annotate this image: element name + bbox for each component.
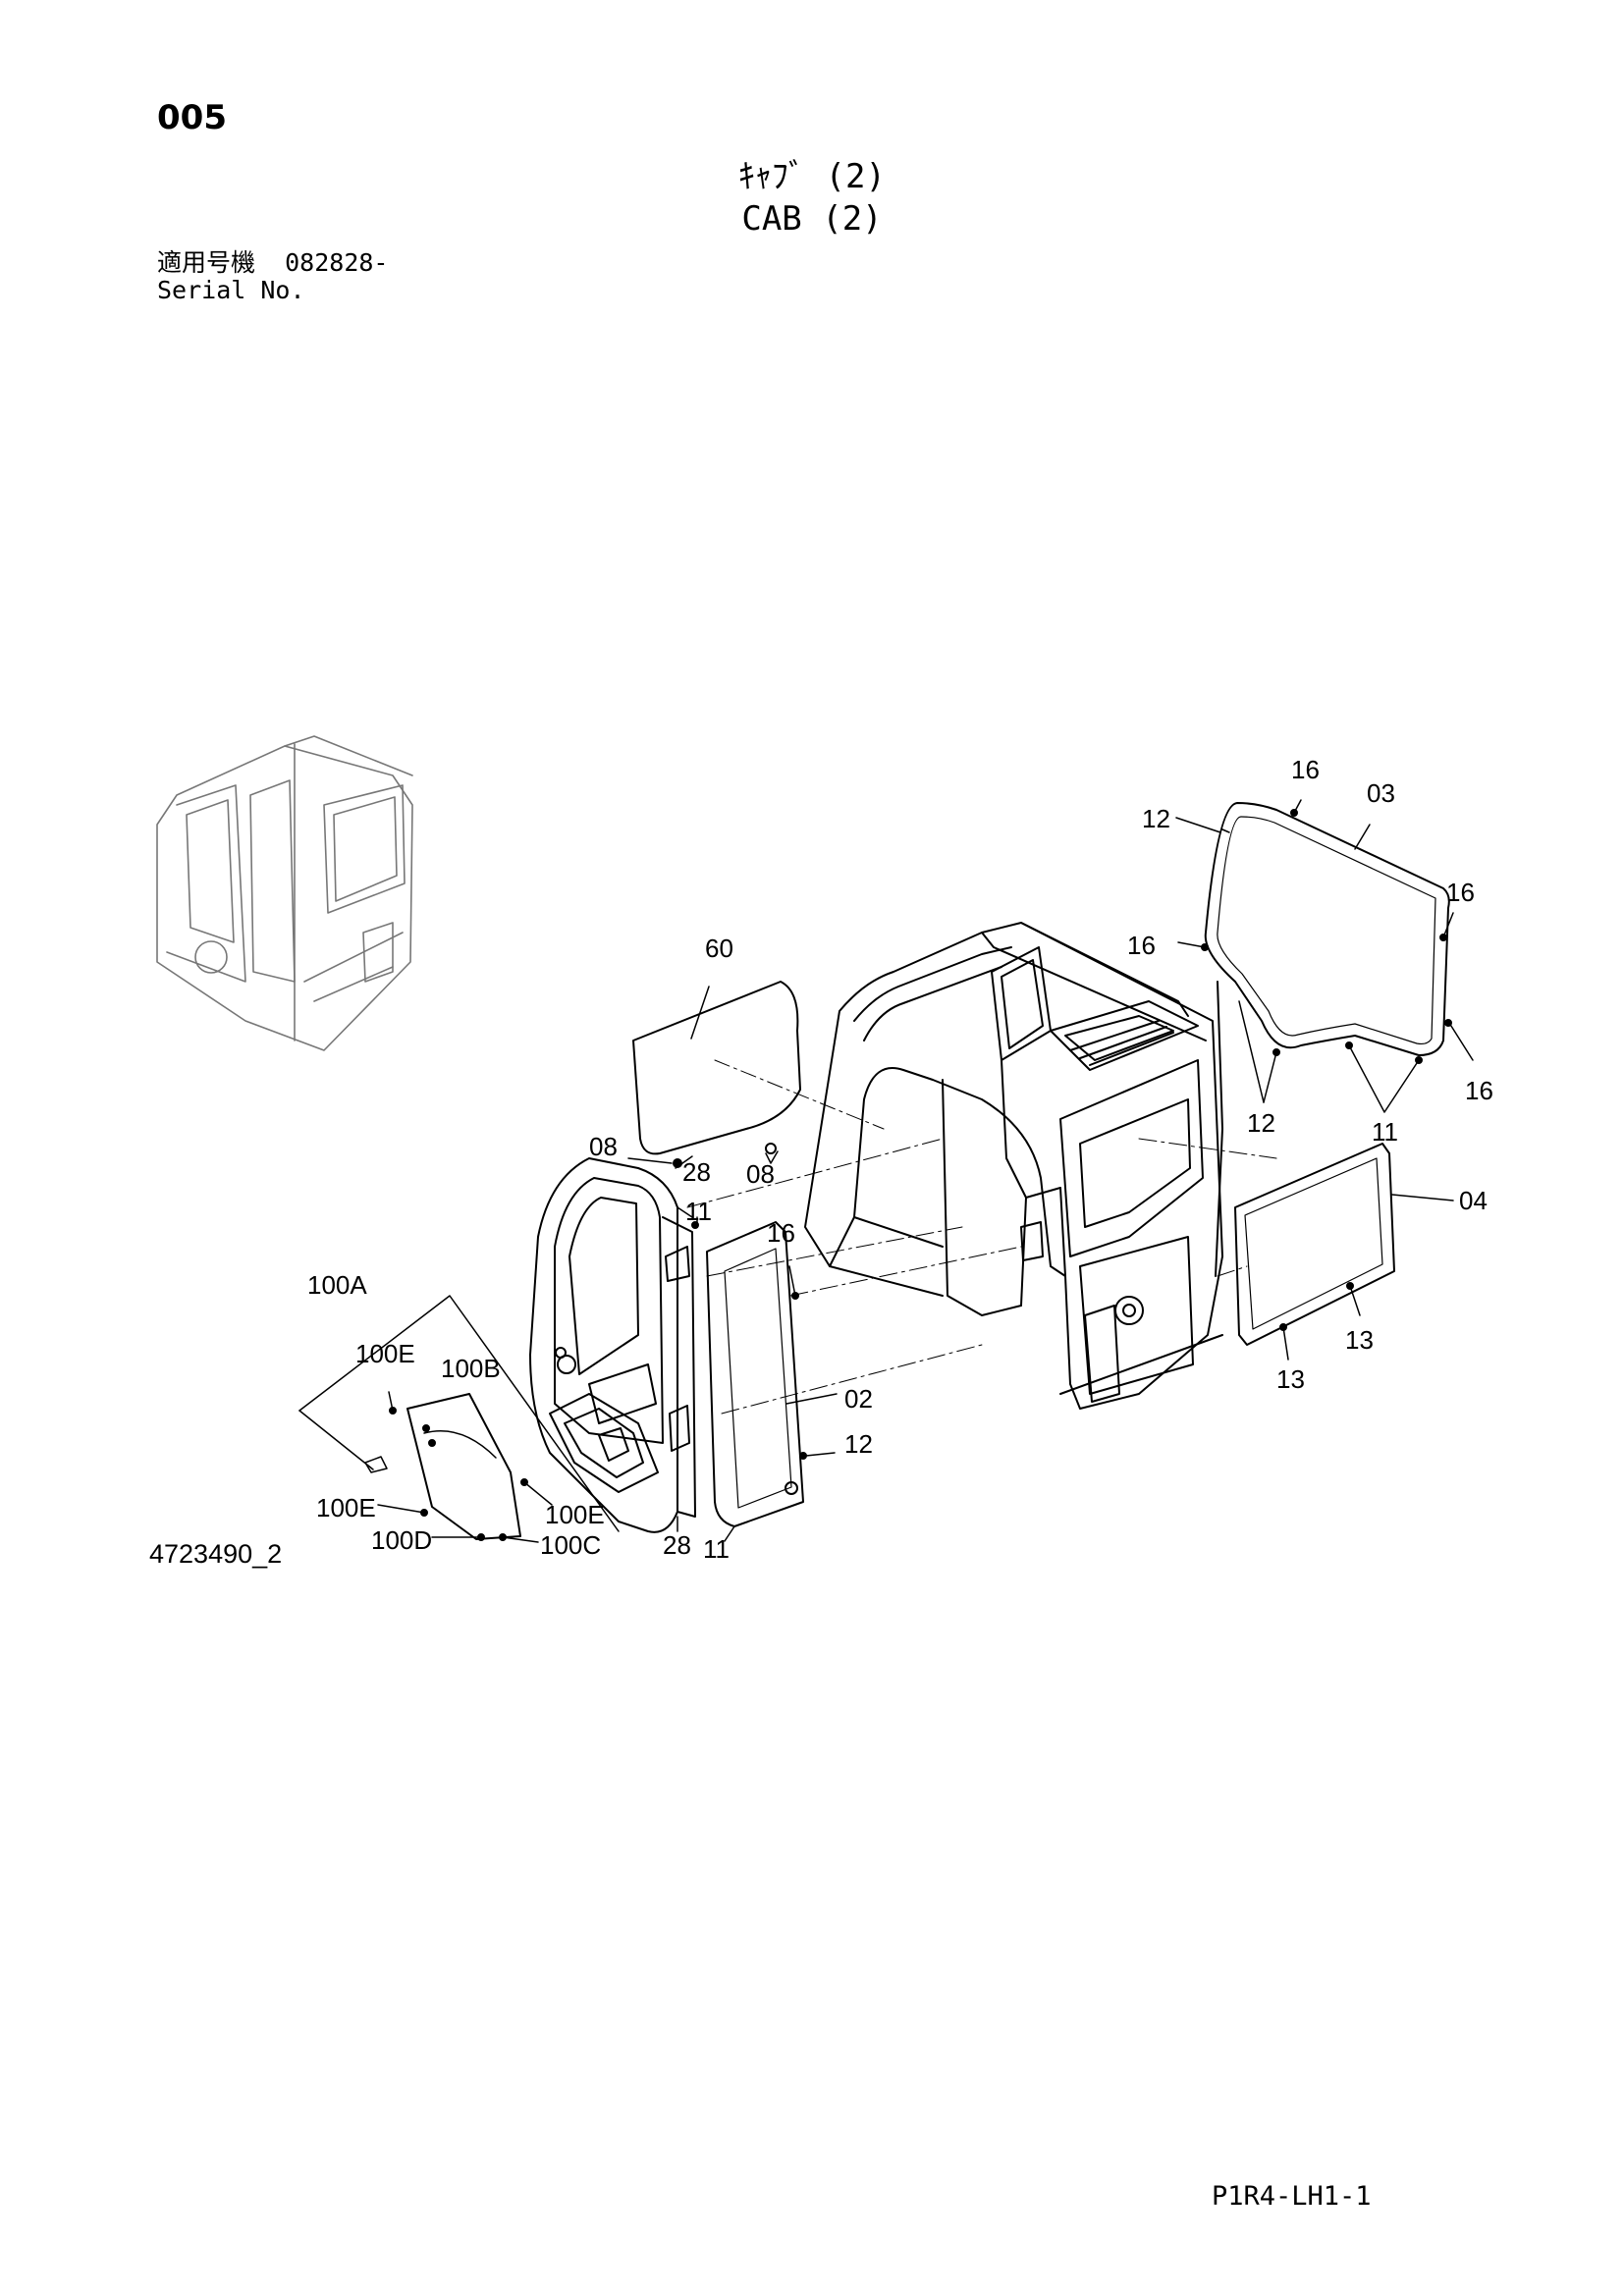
part-03-side-window-glass bbox=[1204, 802, 1450, 1056]
callout-60: 60 bbox=[705, 934, 733, 963]
callout-28-top: 28 bbox=[682, 1157, 711, 1187]
callout-02: 02 bbox=[844, 1384, 873, 1414]
part-60-upper-door-glass bbox=[632, 981, 801, 1155]
serial-block: 適用号機 082828- Serial No. bbox=[157, 249, 388, 304]
callout-12-door: 12 bbox=[844, 1429, 873, 1459]
callout-11-right: 11 bbox=[1372, 1117, 1398, 1147]
callout-13-left: 13 bbox=[1276, 1364, 1305, 1394]
part-100B-door-trim bbox=[406, 1393, 521, 1540]
callout-16-door: 16 bbox=[767, 1218, 795, 1248]
callout-100B: 100B bbox=[441, 1354, 501, 1383]
callout-28-bottom: 28 bbox=[663, 1530, 691, 1560]
callout-100E-upper: 100E bbox=[355, 1339, 415, 1368]
overview-cab-illustration bbox=[156, 735, 413, 1051]
callout-12-middle: 12 bbox=[1247, 1108, 1275, 1138]
callout-03: 03 bbox=[1367, 778, 1395, 808]
callout-11-bottom: 11 bbox=[703, 1534, 730, 1564]
cab-frame bbox=[804, 922, 1223, 1410]
callout-100D: 100D bbox=[371, 1525, 432, 1555]
callout-100E-right: 100E bbox=[545, 1500, 605, 1529]
callout-16-right-lower: 16 bbox=[1465, 1076, 1493, 1105]
sheet-code: P1R4-LH1-1 bbox=[1212, 2181, 1372, 2212]
callout-100E-left: 100E bbox=[316, 1493, 376, 1522]
callout-12-top: 12 bbox=[1142, 804, 1170, 833]
serial-label-en: Serial No. bbox=[157, 276, 305, 304]
part-02-lower-door-glass bbox=[706, 1221, 804, 1527]
callout-100C: 100C bbox=[540, 1530, 601, 1560]
callout-100A: 100A bbox=[307, 1270, 367, 1300]
door-assembly bbox=[529, 1157, 696, 1533]
callout-08-left: 08 bbox=[589, 1132, 618, 1161]
part-04-rear-window-glass bbox=[1234, 1143, 1395, 1346]
callout-04: 04 bbox=[1459, 1186, 1488, 1215]
callout-16-right-upper: 16 bbox=[1446, 878, 1475, 907]
page-code: 005 bbox=[157, 98, 227, 137]
serial-value: 082828- bbox=[285, 248, 389, 277]
callout-13-right: 13 bbox=[1345, 1325, 1374, 1355]
drawing-number: 4723490_2 bbox=[149, 1539, 283, 1569]
title-english: CAB (2) bbox=[741, 199, 883, 239]
callout-16-top: 16 bbox=[1291, 755, 1320, 784]
callout-11-top: 11 bbox=[685, 1197, 712, 1226]
title-japanese: ｷｬﾌﾞ (2) bbox=[738, 157, 886, 196]
serial-label-jp: 適用号機 bbox=[157, 248, 256, 277]
callout-16-left: 16 bbox=[1127, 931, 1156, 960]
callout-08-right: 08 bbox=[746, 1159, 775, 1189]
